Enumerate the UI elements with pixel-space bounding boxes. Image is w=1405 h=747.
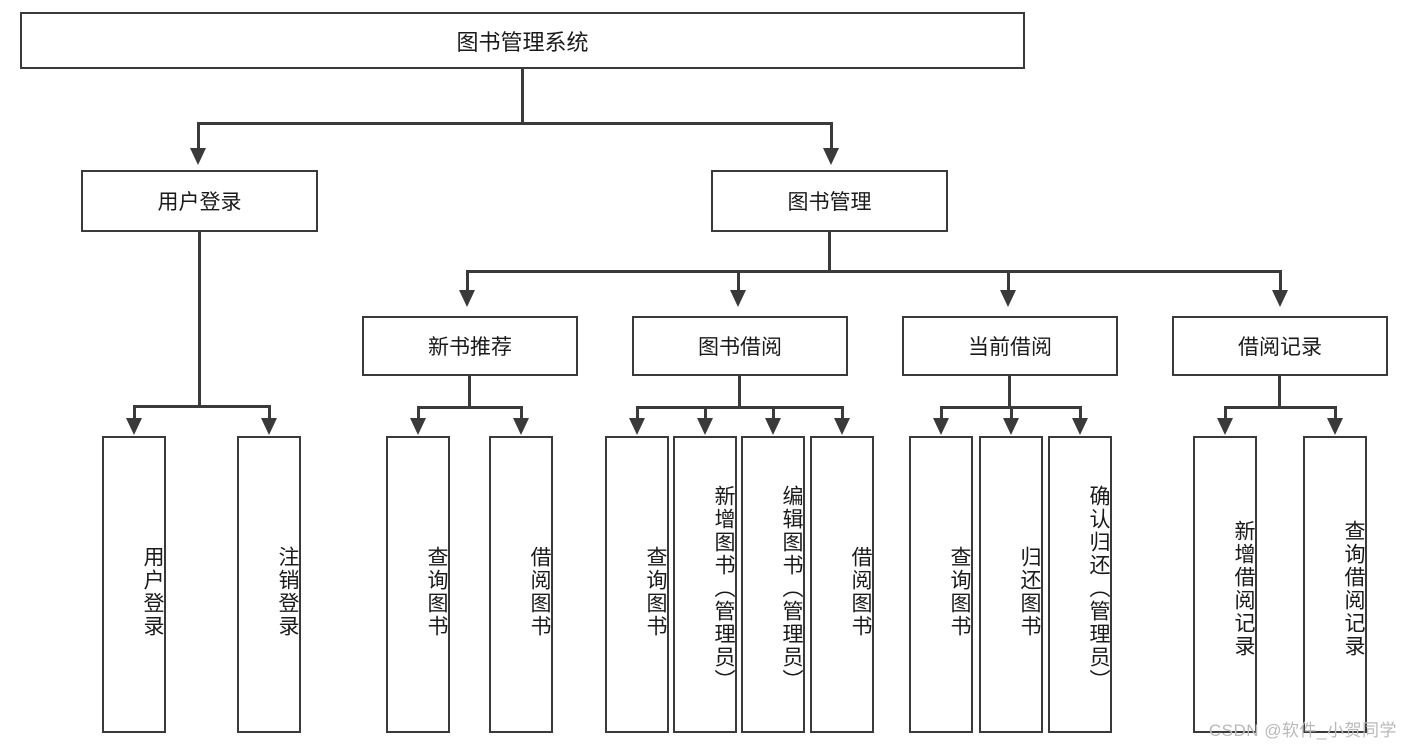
connector-nb-drop-1 <box>417 406 420 420</box>
connector-user-login-bus <box>133 405 268 408</box>
leaf-borrow-book-recommend[interactable]: 借阅图书 <box>489 436 553 733</box>
connector-cb-drop-1 <box>940 406 943 420</box>
leaf-query-book-current[interactable]: 查询图书 <box>909 436 973 733</box>
arrow-cb-leaf-1 <box>933 418 949 435</box>
connector-bm-drop-3 <box>1007 270 1010 292</box>
connector-current-borrow-stem <box>1008 376 1011 407</box>
connector-bm-drop-2 <box>737 270 740 292</box>
connector-bb-drop-4 <box>841 406 844 420</box>
connector-nb-drop-2 <box>520 406 523 420</box>
connector-new-book-stem <box>468 376 471 407</box>
arrow-user-login-leaf-1 <box>126 418 142 435</box>
connector-root-to-book-management <box>830 122 833 150</box>
arrow-bb-leaf-1 <box>629 418 645 435</box>
arrow-br-leaf-2 <box>1327 418 1343 435</box>
node-borrow-record[interactable]: 借阅记录 <box>1172 316 1388 376</box>
arrow-user-login-leaf-2 <box>261 418 277 435</box>
arrow-bm-to-current-borrow <box>1000 290 1016 307</box>
arrow-nb-leaf-2 <box>513 418 529 435</box>
leaf-user-login[interactable]: 用户登录 <box>102 436 166 733</box>
leaf-add-borrow-record[interactable]: 新增借阅记录 <box>1193 436 1257 733</box>
leaf-query-book-recommend[interactable]: 查询图书 <box>386 436 450 733</box>
leaf-edit-book-admin[interactable]: 编辑图书（管理员） <box>741 436 805 733</box>
connector-borrow-record-bus <box>1224 406 1337 409</box>
arrow-bm-to-borrow-record <box>1272 290 1288 307</box>
leaf-add-book-admin[interactable]: 新增图书（管理员） <box>673 436 737 733</box>
node-root-system[interactable]: 图书管理系统 <box>20 12 1025 69</box>
connector-root-stem <box>521 69 524 122</box>
connector-user-login-drop-2 <box>268 405 271 420</box>
connector-book-management-bus <box>466 270 1282 273</box>
leaf-user-logout[interactable]: 注销登录 <box>237 436 301 733</box>
connector-bb-drop-3 <box>772 406 775 420</box>
connector-br-drop-1 <box>1224 406 1227 420</box>
arrow-root-to-book-management <box>823 148 839 165</box>
connector-book-borrow-bus <box>636 406 844 409</box>
arrow-bb-leaf-2 <box>697 418 713 435</box>
arrow-root-to-user-login <box>190 148 206 165</box>
connector-br-drop-2 <box>1334 406 1337 420</box>
node-current-borrow[interactable]: 当前借阅 <box>902 316 1118 376</box>
connector-cb-drop-3 <box>1079 406 1082 420</box>
connector-bb-drop-1 <box>636 406 639 420</box>
arrow-cb-leaf-3 <box>1072 418 1088 435</box>
connector-book-borrow-stem <box>738 376 741 407</box>
arrow-nb-leaf-1 <box>410 418 426 435</box>
arrow-bb-leaf-4 <box>834 418 850 435</box>
connector-root-to-user-login <box>197 122 200 150</box>
connector-borrow-record-stem <box>1278 376 1281 407</box>
connector-bm-drop-1 <box>466 270 469 292</box>
leaf-query-book-borrow[interactable]: 查询图书 <box>605 436 669 733</box>
leaf-return-book[interactable]: 归还图书 <box>979 436 1043 733</box>
arrow-cb-leaf-2 <box>1003 418 1019 435</box>
node-new-book-recommend[interactable]: 新书推荐 <box>362 316 578 376</box>
connector-user-login-stem <box>198 232 201 405</box>
connector-book-management-stem <box>828 232 831 271</box>
arrow-bm-to-book-borrow <box>730 290 746 307</box>
connector-new-book-bus <box>417 406 523 409</box>
leaf-borrow-book-main[interactable]: 借阅图书 <box>810 436 874 733</box>
arrow-bb-leaf-3 <box>765 418 781 435</box>
arrow-bm-to-new-book <box>459 290 475 307</box>
node-book-management[interactable]: 图书管理 <box>711 170 948 232</box>
watermark-text: CSDN @软件_小贺同学 <box>1208 721 1397 740</box>
node-book-borrow[interactable]: 图书借阅 <box>632 316 848 376</box>
connector-root-bus <box>197 122 833 125</box>
connector-bm-drop-4 <box>1279 270 1282 292</box>
connector-user-login-drop-1 <box>133 405 136 420</box>
connector-cb-drop-2 <box>1010 406 1013 420</box>
leaf-confirm-return-admin[interactable]: 确认归还（管理员） <box>1048 436 1112 733</box>
leaf-query-borrow-record[interactable]: 查询借阅记录 <box>1303 436 1367 733</box>
connector-bb-drop-2 <box>704 406 707 420</box>
node-user-login[interactable]: 用户登录 <box>81 170 318 232</box>
arrow-br-leaf-1 <box>1217 418 1233 435</box>
